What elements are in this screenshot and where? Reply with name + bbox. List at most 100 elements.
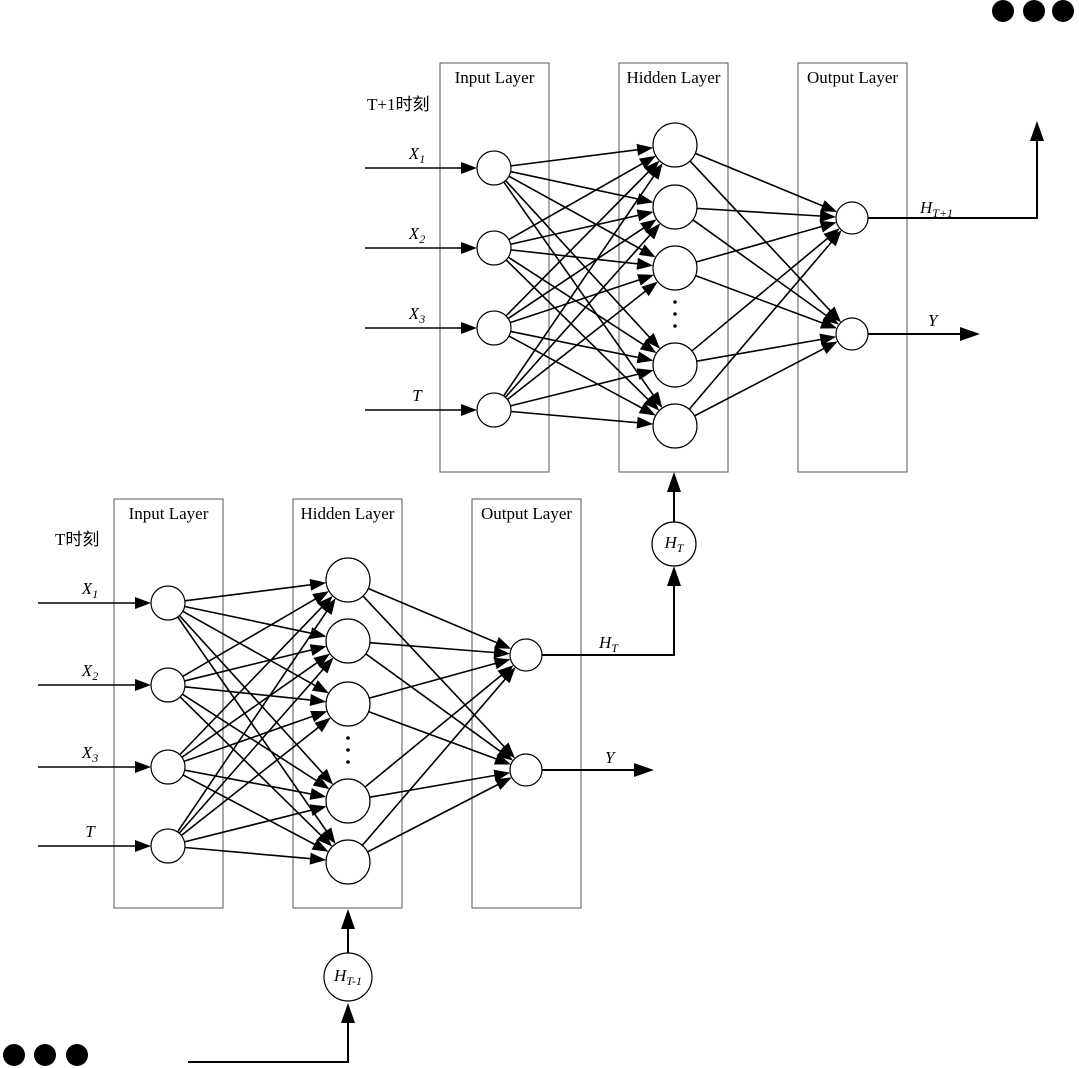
state-node-h-t-label: HT [664,533,685,555]
input-label-x1: X1 [408,144,425,166]
input-layer-title: Input Layer [455,68,535,87]
input-hidden-edge [180,721,325,837]
input-hidden-edge [510,249,646,266]
continuation-dot-top [992,0,1014,22]
continuation-dot-bottom [34,1044,56,1066]
input-label-x2: X2 [408,224,425,246]
hidden-output-edge [364,669,508,788]
arrowhead [825,306,842,323]
arrowhead [643,395,660,411]
state-node-h-t-minus-1-label: HT-1 [333,966,362,988]
hidden-output-edge [689,160,837,318]
continuation-dot-bottom [66,1044,88,1066]
hidden-layer-title: Hidden Layer [301,504,395,523]
arrowhead [321,827,336,844]
input-layer-box [439,62,550,473]
hidden-output-edge [362,595,511,754]
arrowhead [636,368,654,380]
arrowhead [497,665,514,680]
hidden-node [325,778,371,824]
arrowhead [640,219,657,234]
y-output-label-current: Y [605,748,616,767]
continuation-dot-bottom [3,1044,25,1066]
input-layer-title: Input Layer [129,504,209,523]
input-hidden-edge [510,212,646,246]
input-hidden-edge [504,228,656,398]
state-to-hidden-arrowhead [667,472,681,492]
arrowhead [637,274,655,286]
arrowhead [493,769,511,782]
input-node [476,230,512,266]
prev-state-arrowhead [341,1003,355,1023]
arrowhead [493,657,511,670]
input-hidden-edge [503,181,659,402]
arrowhead [317,768,334,785]
arrowhead [309,578,327,591]
arrowhead [311,680,329,694]
arrowhead [321,598,336,615]
hidden-output-edge [367,587,505,647]
input-hidden-edge [508,159,650,241]
hidden-output-edge [368,710,504,763]
hidden-output-edge [369,641,503,654]
hidden-output-edge [365,653,508,757]
state-output-label-next: HT+1 [919,198,953,220]
input-hidden-edge [508,335,649,413]
input-hidden-edge [176,604,332,833]
y-output-arrowhead [634,763,654,777]
arrowhead [638,244,656,258]
arrowhead [135,840,151,852]
arrowhead [135,597,151,609]
hidden-node [652,122,698,168]
state-output-line-current [542,583,675,656]
input-node [150,585,186,621]
arrowhead [636,416,654,429]
hidden-layer-title: Hidden Layer [627,68,721,87]
hidden-node [325,618,371,664]
hidden-output-edge [695,223,830,263]
arrowhead [644,160,660,177]
state-output-line-next [868,140,1038,219]
arrowhead [309,694,327,706]
output-layer-box [471,498,582,909]
hidden-layer-box [618,62,729,473]
arrowhead [636,143,654,156]
input-hidden-edge [182,594,323,678]
input-hidden-edge [181,657,324,758]
arrowhead [313,653,330,668]
input-hidden-edge [181,693,324,786]
input-layer-box [113,498,224,909]
input-hidden-edge [510,371,647,407]
time-label: T+1时刻 [367,95,429,114]
arrowhead [636,209,654,222]
arrowhead [461,322,477,334]
input-hidden-edge [177,616,332,838]
input-hidden-edge [184,807,320,843]
output-layer-title: Output Layer [481,504,572,523]
input-hidden-edge [509,276,647,324]
arrowhead [135,761,151,773]
hidden-ellipsis-dot [346,748,350,752]
arrowhead [493,646,511,659]
hidden-node [325,839,371,885]
input-node [150,667,186,703]
arrowhead [639,155,656,170]
arrowhead [461,162,477,174]
hidden-ellipsis-dot [346,760,350,764]
arrowhead [826,230,842,247]
input-hidden-edge [502,169,659,397]
y-output-label-next: Y [928,311,939,330]
input-node [476,392,512,428]
input-hidden-edge [179,696,328,842]
arrowhead [644,332,661,349]
y-output-arrowhead [960,327,980,341]
arrowhead [639,339,657,354]
input-label-x2: X2 [81,661,98,683]
arrowhead [312,775,330,790]
arrowhead [461,242,477,254]
input-hidden-edge [184,769,319,797]
arrowhead [823,228,840,244]
